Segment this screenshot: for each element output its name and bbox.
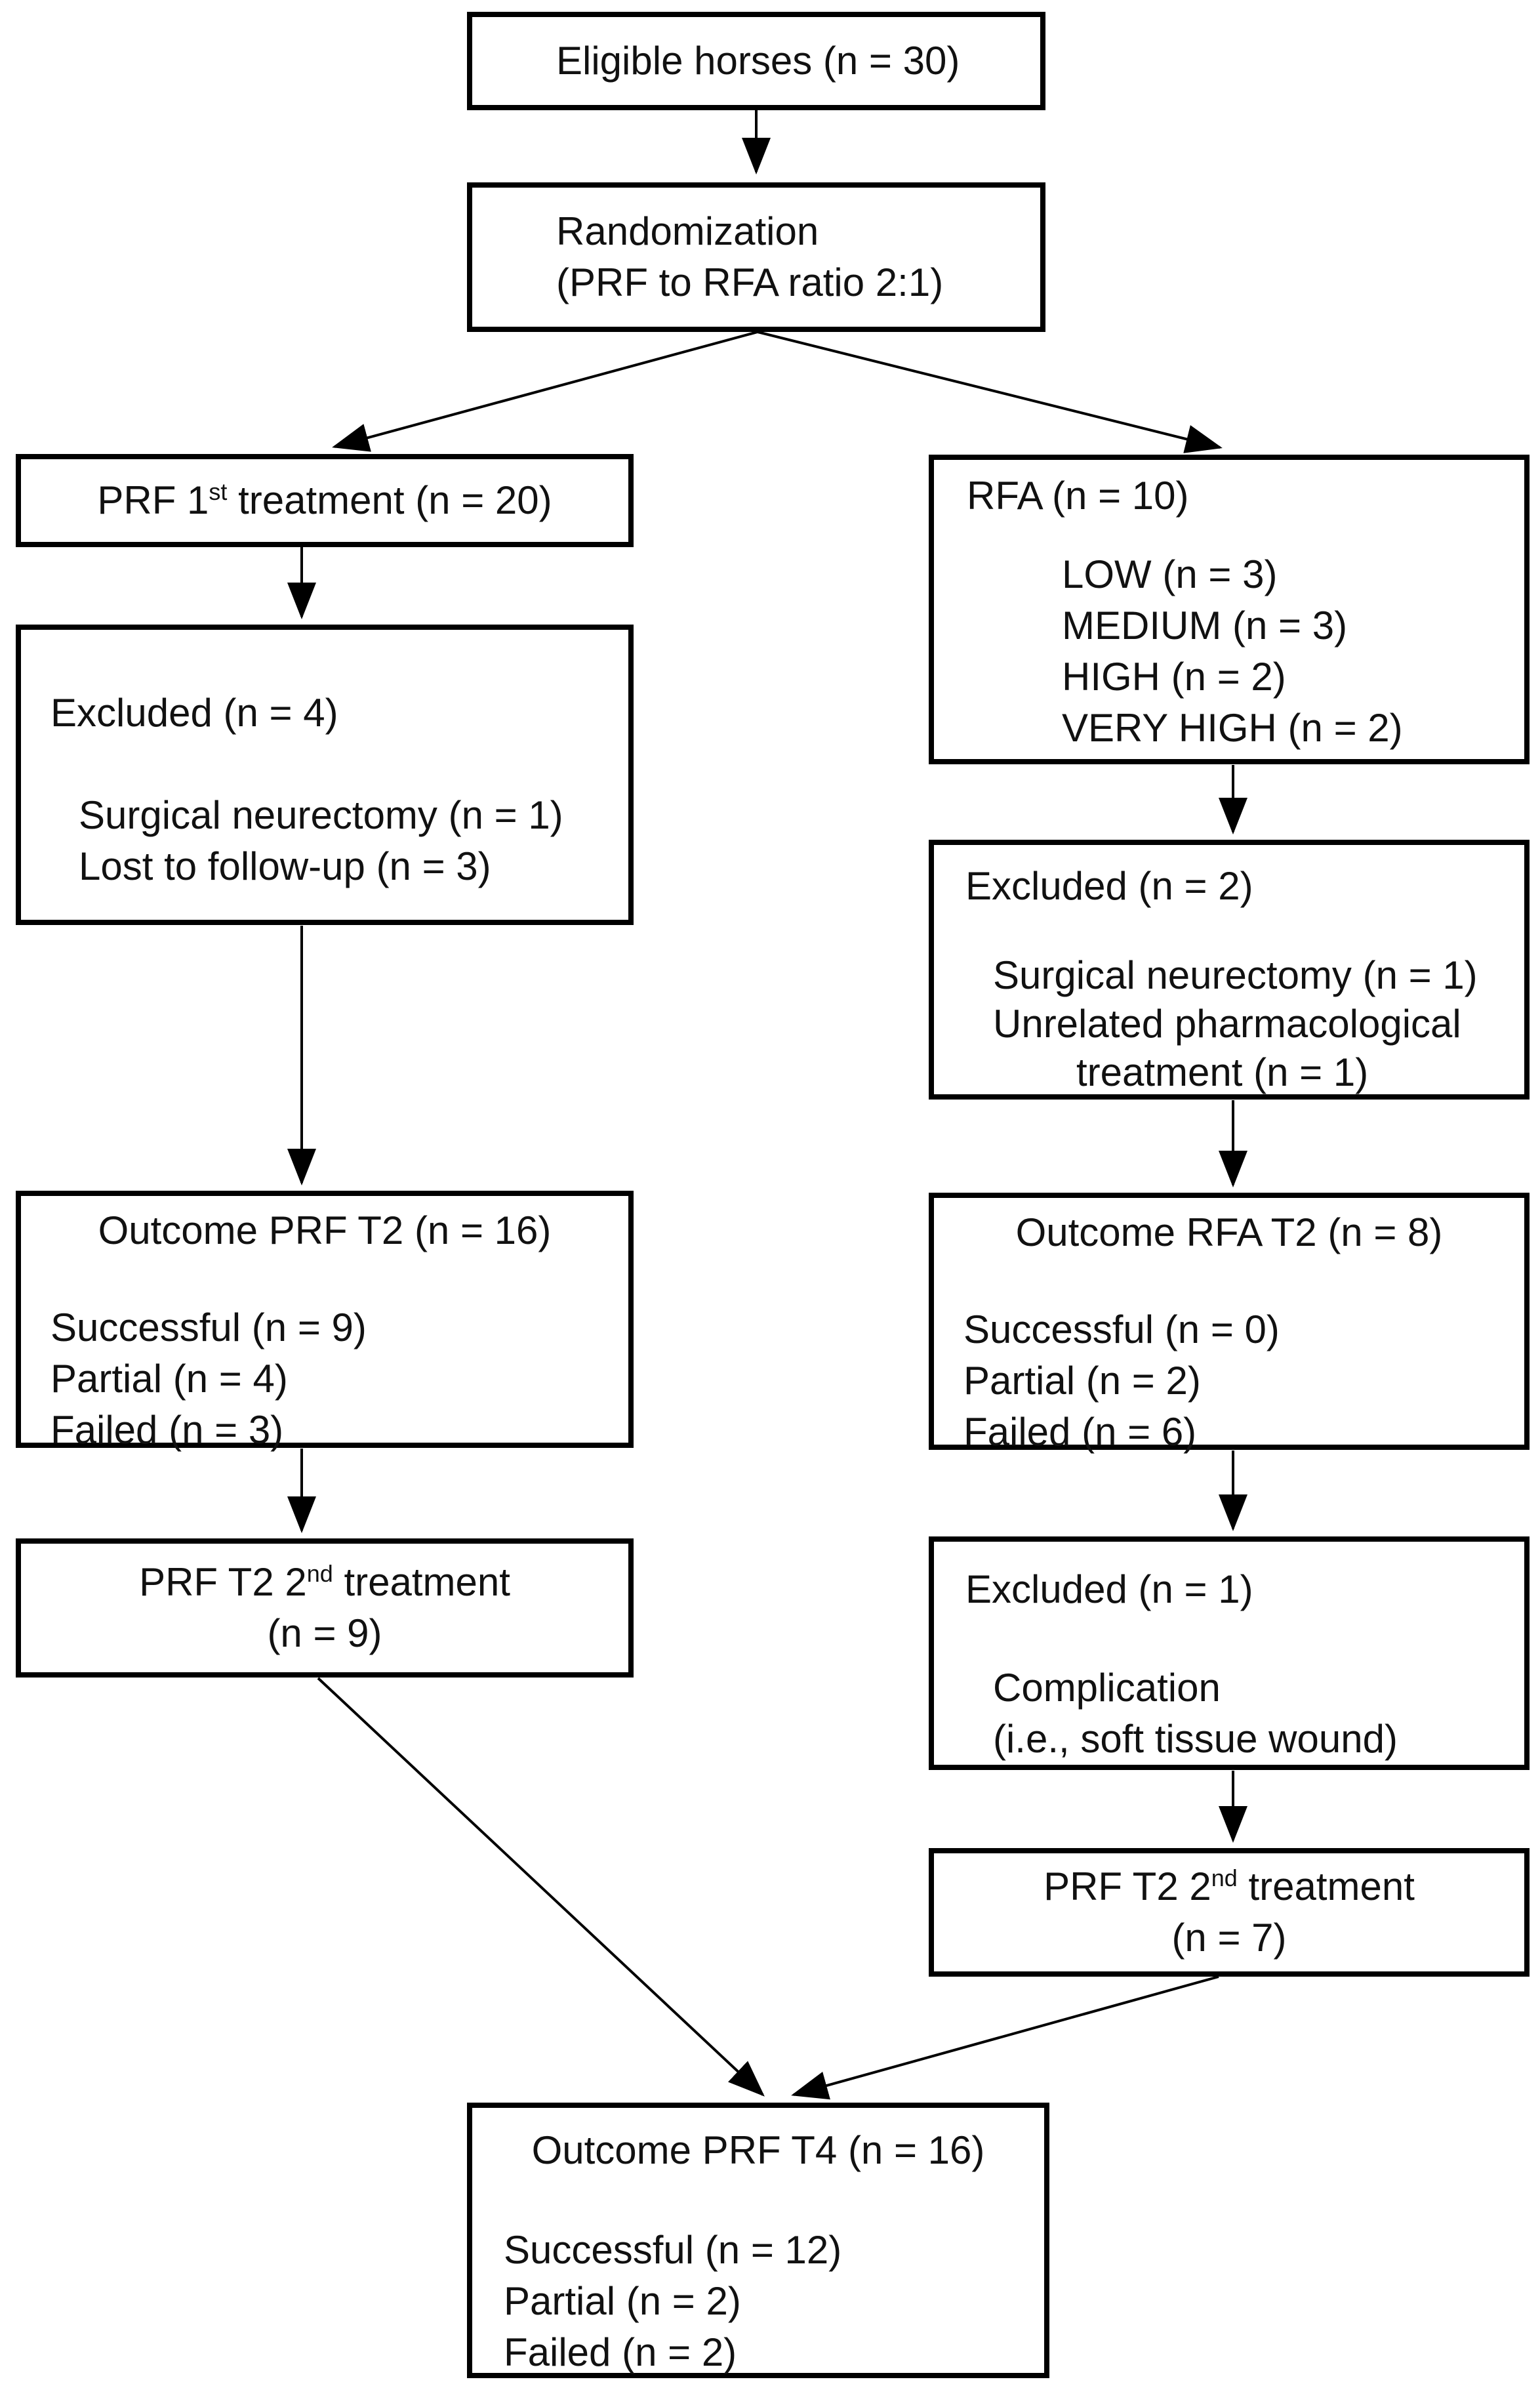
node-details: Surgical neurectomy (n = 1) Lost to foll… [79, 790, 628, 892]
node-title: Outcome RFA T2 (n = 8) [1015, 1210, 1443, 1254]
detail-line: MEDIUM (n = 3) [1062, 604, 1348, 648]
detail-line: VERY HIGH (n = 2) [1062, 706, 1403, 750]
node-outcome-rfa-t2: Outcome RFA T2 (n = 8) Successful (n = 0… [929, 1193, 1530, 1454]
detail-line: Complication [993, 1666, 1221, 1710]
node-title: RFA (n = 10) [967, 474, 1189, 518]
arrow-2nd-right-to-outcome-t4 [791, 1975, 1219, 2100]
node-excluded-complication: Excluded (n = 1) Complication (i.e., sof… [929, 1536, 1530, 1770]
node-prf-t2-second-treatment-left: PRF T2 2nd treatment (n = 9) [16, 1538, 634, 1678]
label-text: PRF 1 [97, 478, 209, 522]
label-text: treatment [1237, 1864, 1415, 1908]
detail-line: (i.e., soft tissue wound) [993, 1717, 1398, 1761]
arrow-2nd-left-to-outcome-t4 [317, 1677, 765, 2097]
node-excluded-rfa: Excluded (n = 2) Surgical neurectomy (n … [929, 840, 1530, 1100]
detail-line: Partial (n = 4) [51, 1357, 288, 1401]
arrow-randomization-to-rfa [757, 331, 1223, 453]
detail-line: LOW (n = 3) [1062, 552, 1278, 596]
node-outcome-prf-t4: Outcome PRF T4 (n = 16) Successful (n = … [467, 2103, 1049, 2378]
node-prf-t2-second-treatment-right: PRF T2 2nd treatment (n = 7) [929, 1848, 1530, 1977]
label-text: treatment (n = 20) [227, 478, 552, 522]
label-text: treatment [333, 1560, 510, 1604]
node-label: PRF T2 2nd treatment [934, 1861, 1524, 1912]
detail-line: Failed (n = 2) [504, 2330, 737, 2374]
node-details: Successful (n = 9) Partial (n = 4) Faile… [21, 1302, 628, 1456]
node-line: Randomization [556, 209, 819, 253]
detail-line: Partial (n = 2) [504, 2279, 741, 2323]
detail-line: Surgical neurectomy (n = 1) [993, 953, 1478, 997]
detail-line: treatment (n = 1) [1076, 1050, 1369, 1094]
node-rfa: RFA (n = 10) LOW (n = 3) MEDIUM (n = 3) … [929, 455, 1530, 764]
node-outcome-prf-t2: Outcome PRF T2 (n = 16) Successful (n = … [16, 1191, 634, 1452]
node-title: Excluded (n = 4) [51, 691, 338, 735]
node-title: Excluded (n = 1) [965, 1567, 1253, 1611]
node-excluded-prf: Excluded (n = 4) Surgical neurectomy (n … [16, 625, 634, 925]
detail-line: Failed (n = 3) [51, 1408, 284, 1452]
detail-line: Successful (n = 9) [51, 1306, 367, 1349]
arrow-randomization-to-prf [332, 331, 758, 452]
detail-line: Failed (n = 6) [963, 1410, 1197, 1454]
node-details: Successful (n = 12) Partial (n = 2) Fail… [472, 2225, 1044, 2378]
node-label: Eligible horses (n = 30) [556, 39, 960, 83]
detail-line: Unrelated pharmacological [993, 1002, 1461, 1046]
node-line: (n = 7) [1171, 1916, 1287, 1960]
ordinal-suffix: nd [306, 1560, 333, 1587]
node-randomization: Randomization (PRF to RFA ratio 2:1) [467, 182, 1045, 332]
node-details: LOW (n = 3) MEDIUM (n = 3) HIGH (n = 2) … [1062, 549, 1524, 754]
detail-line: Lost to follow-up (n = 3) [79, 844, 491, 888]
node-details: Complication (i.e., soft tissue wound) [993, 1662, 1524, 1765]
node-details: Successful (n = 0) Partial (n = 2) Faile… [934, 1304, 1524, 1458]
node-label: PRF 1st treatment (n = 20) [21, 475, 628, 526]
label-text: PRF T2 2 [1044, 1864, 1211, 1908]
ordinal-suffix: nd [1211, 1864, 1238, 1891]
node-title: Outcome PRF T2 (n = 16) [98, 1208, 552, 1252]
detail-line: Successful (n = 12) [504, 2228, 842, 2272]
node-title: Outcome PRF T4 (n = 16) [531, 2128, 985, 2172]
node-eligible-horses: Eligible horses (n = 30) [467, 12, 1045, 110]
detail-line: Successful (n = 0) [963, 1307, 1280, 1351]
node-prf-first-treatment: PRF 1st treatment (n = 20) [16, 454, 634, 547]
ordinal-suffix: st [209, 478, 228, 505]
node-details: Surgical neurectomy (n = 1) Unrelated ph… [993, 951, 1524, 1097]
label-text: PRF T2 2 [139, 1560, 307, 1604]
node-label: PRF T2 2nd treatment [21, 1557, 628, 1608]
detail-line: HIGH (n = 2) [1062, 655, 1286, 699]
node-line: (PRF to RFA ratio 2:1) [556, 260, 944, 304]
node-line: (n = 9) [267, 1611, 382, 1655]
node-title: Excluded (n = 2) [965, 864, 1253, 908]
detail-line: Partial (n = 2) [963, 1359, 1201, 1403]
detail-line: Surgical neurectomy (n = 1) [79, 793, 563, 837]
